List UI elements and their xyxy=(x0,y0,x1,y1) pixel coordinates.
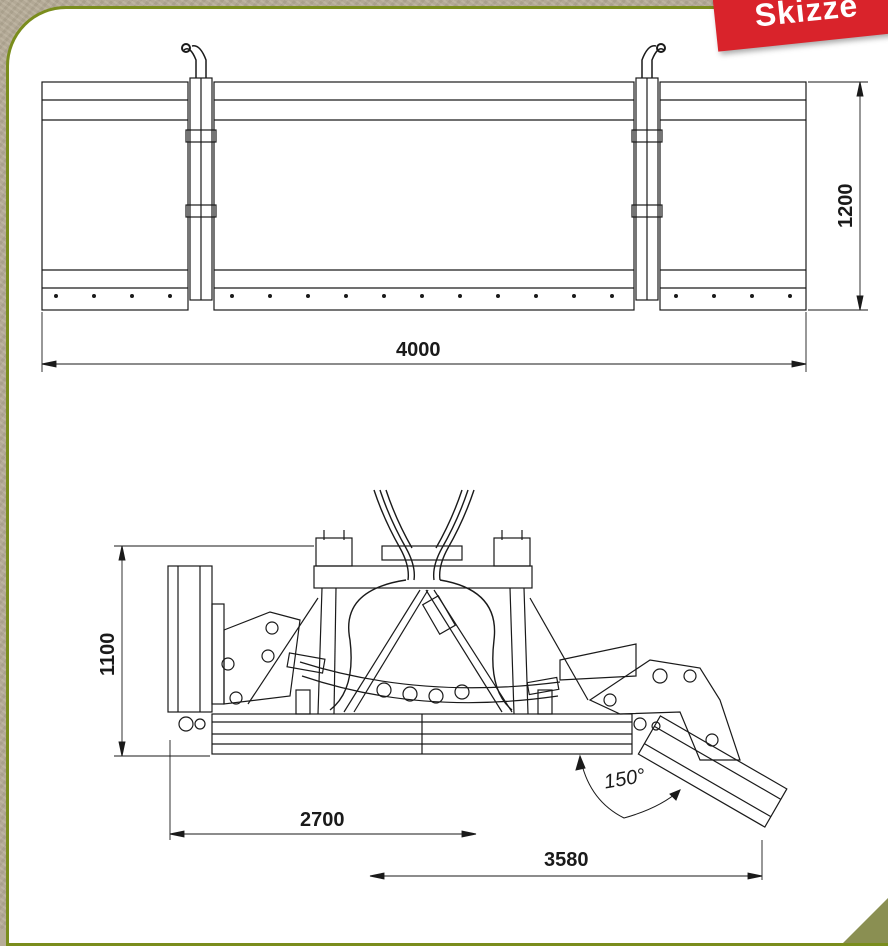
total-dimension-label: 3580 xyxy=(544,849,589,871)
mounting-frame xyxy=(247,530,589,715)
right-tilted-wing xyxy=(637,715,788,828)
width-dimension-line xyxy=(41,312,807,372)
side-height-dimension-line xyxy=(114,545,314,757)
left-hinge-column xyxy=(181,43,217,301)
left-wing-blade xyxy=(41,81,189,311)
angle-indicator xyxy=(575,754,681,819)
width-dimension-label: 4000 xyxy=(396,339,441,361)
left-folded-wing xyxy=(167,565,301,732)
side-view: 150° 1100 2700 3580 xyxy=(97,489,788,880)
slewing-beam xyxy=(286,652,561,704)
drawing-panel xyxy=(6,6,888,946)
total-dimension-line xyxy=(369,840,763,880)
right-wing-arm xyxy=(559,643,741,761)
top-view: 4000 1200 xyxy=(41,43,868,372)
main-blade-bar xyxy=(211,689,633,755)
right-wing-blade xyxy=(659,81,807,311)
cutting-edge-bolts xyxy=(54,294,792,298)
height-dimension-label: 1200 xyxy=(835,184,857,229)
height-dimension-line xyxy=(808,81,868,311)
reach-dimension-line xyxy=(169,740,477,840)
angle-label: 150° xyxy=(602,765,647,794)
right-hinge-column xyxy=(631,43,666,301)
reach-dimension-label: 2700 xyxy=(300,809,345,831)
center-blade xyxy=(213,81,635,311)
side-height-dimension-label: 1100 xyxy=(97,633,119,676)
